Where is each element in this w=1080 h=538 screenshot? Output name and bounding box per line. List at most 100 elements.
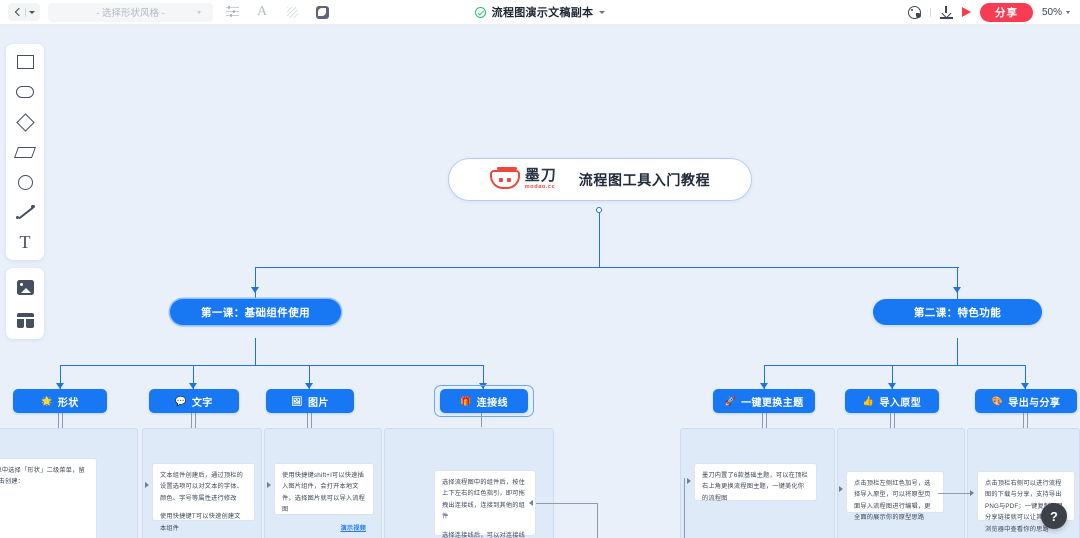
image-icon: 🖼 [291,395,303,406]
connector-arrow [305,383,313,389]
tool-rounded-rectangle[interactable] [13,81,37,103]
text-a-icon: A [256,4,268,19]
shape-toolbar: T [6,44,44,260]
gift-icon: 🎁 [460,395,472,406]
palette-icon[interactable] [907,5,921,19]
node-label: 文字 [191,397,213,409]
tool-image[interactable] [13,276,37,298]
parallelogram-icon [13,146,37,158]
note-arrow [267,482,271,488]
connector-arrow [1021,383,1029,389]
connector-handle[interactable] [596,207,602,213]
connector-line[interactable] [1025,365,1027,391]
node-text[interactable]: 💬 文字 [149,389,239,413]
connector-line[interactable] [892,365,894,391]
connector-line[interactable] [60,365,62,391]
connector-arrow [251,287,259,293]
node-import[interactable]: 👍 导入原型 [845,389,939,413]
card-style-button[interactable] [311,2,333,22]
chevron-down-icon[interactable] [29,10,35,14]
help-button[interactable]: ? [1041,503,1067,529]
download-icon[interactable] [939,5,953,19]
flowchart-canvas[interactable]: 墨刀 modao.cc 流程图工具入门教程 第一课：基础组件使用 第二课：特色功… [0,25,1080,538]
connector-arrow [888,383,896,389]
chevron-down-icon[interactable] [197,10,201,14]
zoom-control[interactable]: 50% [1042,7,1070,18]
node-label: 导出与分享 [1008,397,1061,409]
note-link[interactable]: 演示视频 [340,524,366,532]
connector-line[interactable] [309,365,311,391]
shape-style-select[interactable]: - 选择形状风格 - [48,2,213,22]
back-button[interactable] [8,3,40,21]
node-theme[interactable]: 🚀 一键更换主题 [713,389,815,413]
tool-line[interactable] [13,201,37,223]
node-label: 一键更换主题 [741,397,804,409]
note-paragraph: 基本在左上角的红色「＋」，在展开菜单中选择「形状」二级菜单，留标单击对应的选项后… [0,467,85,486]
node-export[interactable]: 🎨 导出与分享 [975,389,1077,413]
image-icon [16,279,34,295]
tool-rectangle[interactable] [13,51,37,73]
tool-text[interactable]: T [13,231,37,253]
connector-arrow [56,383,64,389]
node-label: 导入原型 [879,397,922,409]
connector-line[interactable] [255,267,257,299]
card-icon [315,5,329,19]
connector-line[interactable] [60,365,484,367]
rounded-rectangle-icon [16,86,34,98]
play-icon[interactable] [961,7,971,17]
connector-line[interactable] [957,338,959,366]
chevron-down-icon[interactable] [599,10,606,14]
chevron-down-icon[interactable] [1066,10,1070,14]
connector-line[interactable] [599,213,601,267]
tool-parallelogram[interactable] [13,141,37,163]
node-shape[interactable]: 🌟 形状 [13,389,107,413]
toolbar-left-group: - 选择形状风格 - A [0,2,333,22]
connector-line[interactable] [957,267,959,299]
note-line [684,478,686,538]
note-arrow [839,486,843,492]
connector-line[interactable] [764,365,766,391]
diamond-icon [15,112,35,132]
tool-circle[interactable] [13,171,37,193]
text-format-button[interactable]: A [251,2,273,22]
note-connector[interactable]: 选择流程图中的组件后，按住上下左右的红色指引，即可拖拽出连接线，连接到其他的组件… [434,470,536,538]
divider [25,7,26,17]
document-title-group[interactable]: 流程图演示文稿副本 [0,4,1080,20]
note-arrow [529,500,533,506]
node-root[interactable]: 墨刀 modao.cc 流程图工具入门教程 [448,158,752,201]
note-paragraph: 点击顶栏左侧红色加号，选择导入原型，可以将原型页面导入流程图进行编辑，更全面的展… [854,480,931,522]
node-lesson-2[interactable]: 第二课：特色功能 [873,299,1042,325]
logo-en-text: modao.cc [524,184,556,191]
note-theme[interactable]: 墨刀内置了6款基础主题，可以在顶栏右上角更换流程图主题，一键美化你的流程图 [694,463,817,502]
note-import[interactable]: 点击顶栏左侧红色加号，选择导入原型，可以将原型页面导入流程图进行编辑，更全面的展… [846,471,944,521]
note-text[interactable]: 文本组件创建后，通过顶栏的设置选项可以对文本的字体、颜色、字号等属性进行修改 使… [152,463,255,532]
connector-line[interactable] [193,365,195,391]
note-image[interactable]: 使用快捷键shift+I可以快速插入图片组件，会打开本地文件，选择图片就可以导入… [274,463,374,532]
connector-line[interactable] [483,365,485,391]
note-line [938,493,972,495]
connector-line[interactable] [255,338,257,366]
text-t-icon: T [19,232,31,252]
circle-icon [17,174,33,190]
note-shape[interactable]: 基本在左上角的红色「＋」，在展开菜单中选择「形状」二级菜单，留标单击对应的选项后… [0,458,97,538]
note-paragraph: 点击顶栏右侧可以进行流程图的下载与分享，支持导出PNG与PDF；一键复制项目分享… [985,480,1064,533]
tool-template[interactable] [13,309,37,331]
top-toolbar: - 选择形状风格 - A 流程图演示文稿副本 分享 50% [0,0,1080,25]
chevron-left-icon[interactable] [13,8,22,17]
connector-line[interactable] [255,267,959,269]
share-button[interactable]: 分享 [979,2,1033,22]
node-image[interactable]: 🖼 图片 [266,389,354,413]
tool-diamond[interactable] [13,111,37,133]
hatch-pattern-icon [286,6,298,18]
logo-cn-text: 墨刀 [524,167,557,185]
pattern-button[interactable] [281,2,303,22]
note-paragraph: 使用快捷键T可以快速创建文本组件 [160,513,241,532]
connector-line[interactable] [764,365,1026,367]
note-paragraph: 使用快捷键shift+I可以快速插入图片组件，会打开本地文件，选择图片就可以导入… [282,472,366,514]
modao-logo: 墨刀 modao.cc [489,167,557,191]
node-connector[interactable]: 🎁 连接线 [440,389,528,413]
connector-arrow [953,287,961,293]
node-label: 第一课：基础组件使用 [201,306,310,319]
node-lesson-1[interactable]: 第一课：基础组件使用 [170,299,341,325]
list-settings-button[interactable] [221,2,243,22]
